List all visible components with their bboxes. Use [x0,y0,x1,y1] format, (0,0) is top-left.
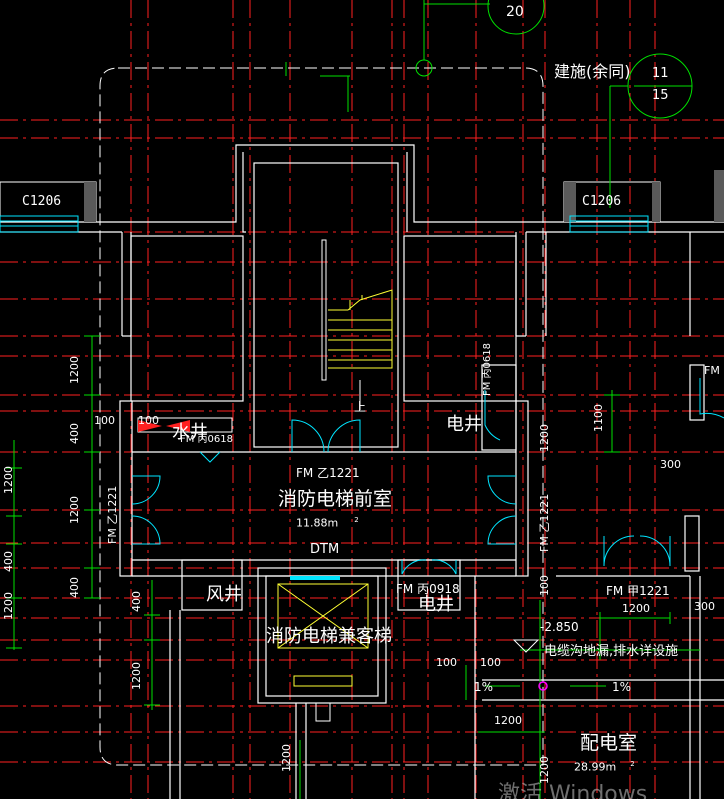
window-label-right: C1206 [582,194,622,209]
air-shaft-label: 风井 [206,584,242,605]
dim-400-a: 400 [68,423,81,444]
window-label-left: C1206 [22,194,62,209]
stair-up-label: 上 [354,400,367,414]
slope-right: 1% [612,680,632,694]
doors [131,378,724,575]
water-shaft-door: FM 丙0618 [180,434,234,445]
elevator-shaft [277,576,369,722]
lobby-door-label: FM 乙1221 [296,466,360,480]
dim-1100: 1100 [592,404,605,432]
dim-100-c: 100 [436,656,457,669]
dim-400-d: 400 [2,551,15,572]
axis-number-15: 15 [652,88,669,103]
dim-400-b: 400 [68,577,81,598]
drain-point [538,681,548,691]
slope-left: 1% [474,680,494,694]
dim-1200-g: 1200 [2,466,15,494]
dim-1200-h: 1200 [2,592,15,620]
elevator-label: 消防电梯兼客梯 [266,626,392,647]
elec-shaft2-label: 电井 [418,594,454,615]
dim-100-d: 100 [480,656,501,669]
axis-number-11: 11 [652,66,669,81]
lobby-name: 消防电梯前室 [278,488,393,510]
dim-1200-c: 1200 [130,662,143,690]
boundary-outline [99,67,544,766]
left-fire-door: FM 乙1221 [106,485,119,544]
dim-1200-e: 1200 [494,714,522,727]
elec-shaft-label: 电井 [446,414,482,435]
windows-watermark: 激活 Windows [498,782,648,799]
dim-300-b: 300 [694,600,715,613]
level-label: -2.850 [540,620,579,634]
axis-number-20: 20 [506,4,524,20]
level-marker [512,639,540,653]
power-room-label: 配电室 [580,732,638,754]
window-right [563,170,724,233]
dim-100-b: 100 [138,414,159,427]
dim-400-c: 400 [130,591,143,612]
dim-1200-i: 1200 [538,424,551,452]
elec-shaft-door: FM 丙0618 [482,342,493,396]
right-fire-door: FM 乙1221 [538,493,551,552]
dim-1200-f: 1200 [280,744,293,772]
edge-fm-label: FM [704,364,720,377]
note-jianshi: 建施(余同) [554,62,631,81]
cable-note: 电缆沟地漏,排水详设施 [544,644,679,659]
dim-300-a: 300 [660,458,681,471]
fm-jia-label: FM 甲1221 [606,584,670,598]
bottom-fire-door: FM 丙0918 [396,582,460,596]
dim-1200-d: 1200 [622,602,650,615]
stair [321,239,393,410]
dim-1200-b: 1200 [68,496,81,524]
dimension-lines [6,0,700,799]
dim-1200-a: 1200 [68,356,81,384]
dim-100-e: 100 [538,575,551,596]
dtm-label: DTM [310,542,340,557]
water-shaft-hatch [137,417,233,433]
dim-100-a: 100 [94,414,115,427]
walls [0,144,724,799]
water-shaft-label: 水井 [172,422,208,443]
window-left [0,181,97,233]
